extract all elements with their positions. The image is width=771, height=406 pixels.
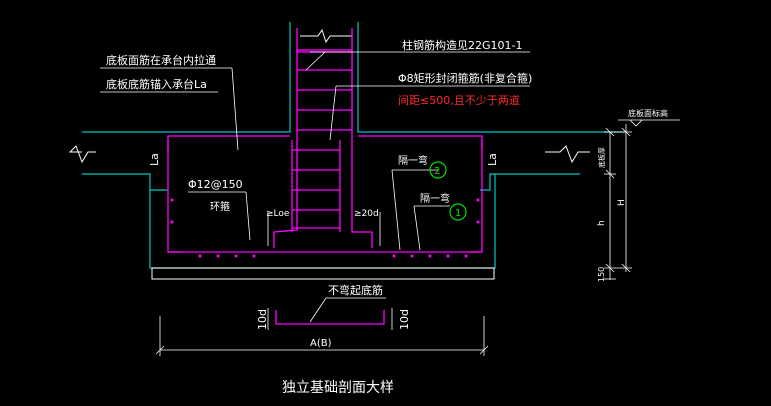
every-other-label-1: 隔一弯 (420, 192, 450, 205)
anchor-right-label: La (486, 153, 499, 166)
column-rebar-note: 柱钢筋构造见22G101-1 (402, 38, 522, 52)
slab-top-elevation-label: 底板面标高 (628, 108, 668, 118)
no-bend-bottom-label: 不弯起底筋 (328, 283, 383, 297)
anchor-left-label: La (148, 153, 161, 166)
marker-2-label: 2 (434, 166, 440, 177)
dim-h-label: h (597, 220, 607, 226)
drawing-title: 独立基础剖面大样 (282, 379, 394, 396)
rebar-lines (167, 28, 483, 325)
concrete-outline (82, 22, 625, 280)
bottom-bottom-bar-note: 底板底筋锚入承台La (106, 77, 207, 91)
annotations: 底板面筋在承台内拉通 底板底筋锚入承台La 柱钢筋构造见22G101-1 Φ8矩… (106, 38, 668, 396)
break-marks (68, 28, 590, 164)
anchor-loe-label: ≥Loe (266, 209, 290, 219)
stirrup-spacing-note: 间距≤500,且不少于两道 (398, 93, 520, 107)
bottom-top-bar-note: 底板面筋在承台内拉通 (106, 53, 216, 67)
hook-right-label: 10d (398, 309, 411, 330)
dim-150-label: 150 (597, 267, 606, 282)
dimension-lines (155, 124, 632, 356)
slab-thickness-label: 底板厚 (597, 147, 606, 168)
stirrup-note: Φ8矩形封闭箍筋(非复合箍) (398, 71, 532, 85)
ring-bar-name: 环箍 (210, 200, 230, 213)
ring-bar-spec: Φ12@150 (188, 178, 243, 191)
dim-H-label: H (617, 199, 627, 206)
width-dim-label: A(B) (310, 338, 332, 349)
marker-1: 1 (449, 203, 467, 221)
anchor-20d-label: ≥20d (354, 209, 379, 219)
every-other-label-2: 隔一弯 (398, 154, 428, 167)
rebar-dots (170, 198, 480, 258)
leader-lines (100, 51, 680, 323)
hook-left-label: 10d (256, 309, 269, 330)
marker-2: 2 (429, 161, 447, 179)
marker-1-label: 1 (455, 208, 461, 219)
